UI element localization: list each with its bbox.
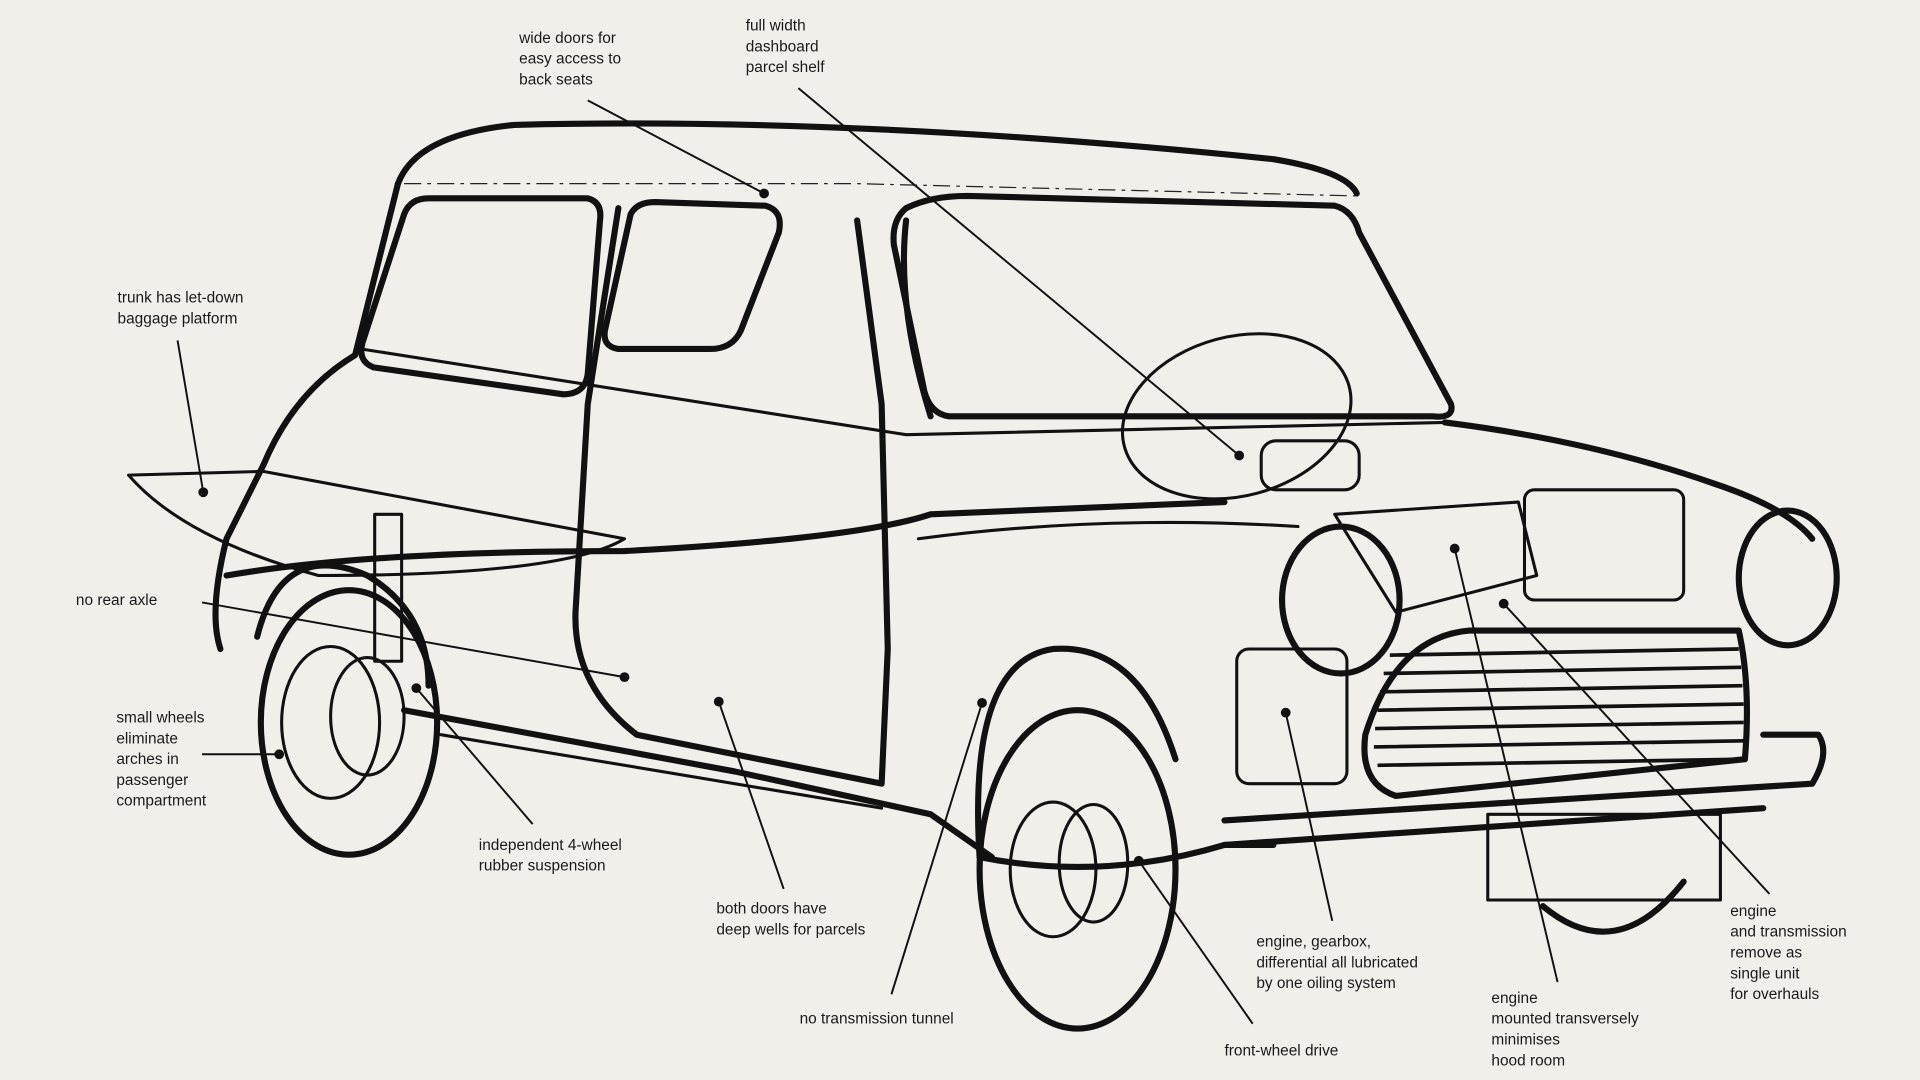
headlamp-right: [1735, 507, 1840, 649]
number-plate: [1486, 812, 1722, 902]
callout-no-tunnel: no transmission tunnel: [800, 697, 987, 1028]
car-illustration: [127, 120, 1840, 1032]
sill: [401, 707, 995, 861]
door-outline: [572, 205, 891, 787]
callout-lubrication: engine, gearbox,differential all lubrica…: [1256, 707, 1418, 993]
callout-front-wheel-drive: front-wheel drive: [1133, 855, 1338, 1060]
rear-side-window: [358, 195, 604, 398]
svg-text:no rear axle: no rear axle: [76, 592, 157, 609]
trunk-platform: [127, 469, 627, 578]
engine: [1235, 439, 1686, 786]
door-window: [601, 198, 783, 353]
front-bumper: [1221, 731, 1827, 848]
svg-text:engine, gearbox,differential a: engine, gearbox,differential all lubrica…: [1256, 934, 1418, 993]
steering-wheel: [1120, 332, 1353, 501]
callout-no-rear-axle: no rear axle: [76, 592, 630, 683]
headlamp-left: [1278, 523, 1403, 677]
svg-text:front-wheel drive: front-wheel drive: [1224, 1043, 1338, 1060]
svg-text:no transmission tunnel: no transmission tunnel: [800, 1011, 954, 1028]
windscreen: [890, 192, 1455, 420]
hood-outline: [1441, 419, 1816, 542]
rear-damper: [373, 512, 404, 663]
body-rear-outline: [212, 180, 402, 653]
rear-wheel: [257, 587, 441, 858]
roof-outline: [394, 120, 1360, 197]
grille: [1361, 627, 1750, 799]
